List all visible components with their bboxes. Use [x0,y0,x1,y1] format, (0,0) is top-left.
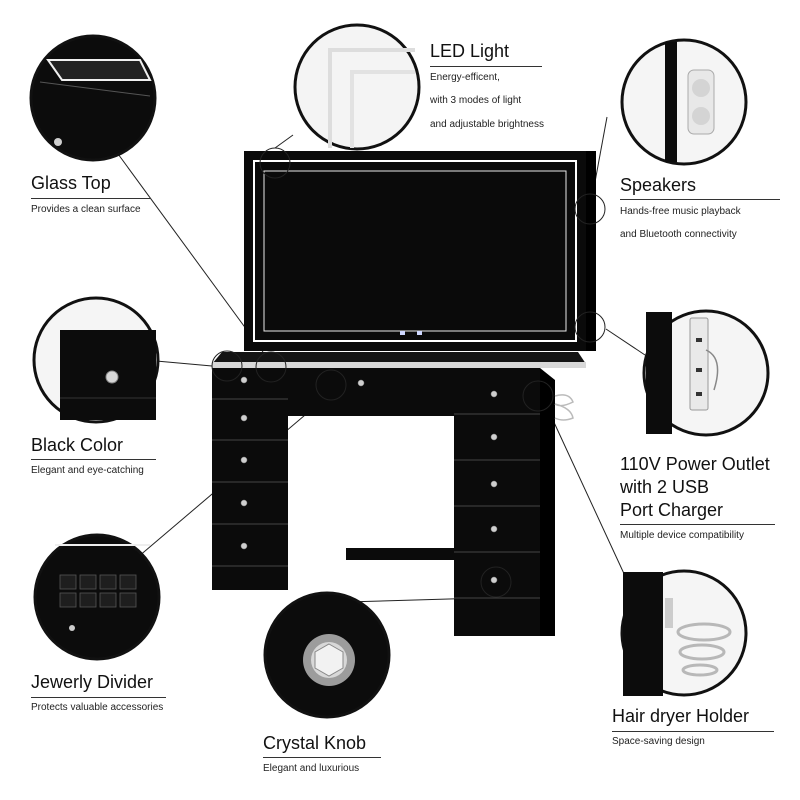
hair-dryer-holder-desc: Space-saving design [612,736,705,747]
led-light-detail [293,23,421,151]
led-light-title: LED Light [430,41,510,61]
crystal-knob-title: Crystal Knob [263,733,367,753]
crystal-knob-desc: Elegant and luxurious [263,763,360,774]
black-color-title: Black Color [31,435,124,455]
mirror [244,151,596,351]
led-light-desc-1: Energy-efficent, [430,72,500,83]
black-color-detail [32,296,160,424]
power-outlet-detail [642,309,770,437]
led-light-divider [430,66,542,67]
speakers-desc-2: and Bluetooth connectivity [620,229,737,240]
speakers-divider [620,199,780,200]
led-light-desc-3: and adjustable brightness [430,119,544,130]
jewelry-divider-detail [33,533,161,661]
hair-dryer-holder-detail [620,569,748,697]
small-callout-circles [211,147,606,598]
black-color-desc: Elegant and eye-catching [31,465,144,476]
power-outlet-divider [620,524,775,525]
crystal-knob-detail [263,591,391,719]
power-outlet-desc: Multiple device compatibility [620,530,744,541]
glass-top-divider [31,198,151,199]
jewelry-divider-divider [31,697,166,698]
hair-dryer-holder-divider [612,731,774,732]
power-outlet-title-2: with 2 USB [620,477,710,497]
desk [212,352,586,636]
led-light-desc-2: with 3 modes of light [430,95,522,106]
power-outlet-title-3: Port Charger [620,500,724,520]
glass-top-desc: Provides a clean surface [31,204,141,215]
glass-top-detail [29,34,157,162]
jewelry-divider-title: Jewerly Divider [31,672,154,692]
hair-dryer-holder-title: Hair dryer Holder [612,706,750,726]
speakers-desc-1: Hands-free music playback [620,206,741,217]
speakers-detail [620,38,748,166]
speakers-title: Speakers [620,175,697,195]
jewelry-divider-desc: Protects valuable accessories [31,702,164,713]
crystal-knob-divider [263,757,381,758]
black-color-divider [31,459,156,460]
glass-top-title: Glass Top [31,173,111,193]
power-outlet-title-1: 110V Power Outlet [620,454,770,474]
drawer-knobs [240,376,498,584]
